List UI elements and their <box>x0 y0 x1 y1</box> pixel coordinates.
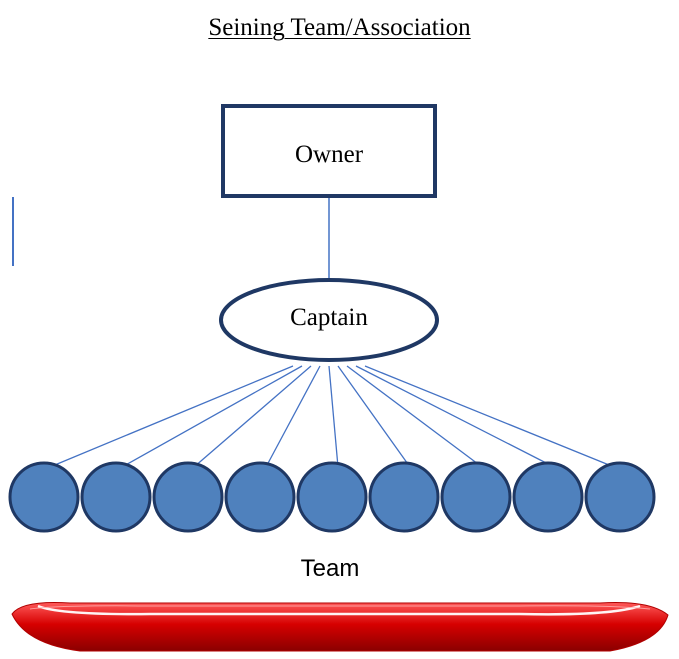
captain-member-connector <box>121 365 303 468</box>
boat-icon <box>11 602 669 652</box>
team-member-circle <box>584 461 656 533</box>
team-member-circle <box>296 461 368 533</box>
team-members <box>8 461 656 533</box>
team-member-circle <box>440 461 512 533</box>
team-member-circle <box>368 461 440 533</box>
captain-member-connector <box>346 365 483 468</box>
boat-highlight <box>37 604 641 616</box>
captain-member-connector <box>337 365 411 468</box>
captain-member-connector <box>265 365 321 468</box>
team-member-circle <box>80 461 152 533</box>
captain-member-connector <box>49 365 294 468</box>
team-label: Team <box>300 555 360 582</box>
captain-member-connector <box>328 365 339 468</box>
captain-member-connector <box>193 365 312 468</box>
team-member-circle <box>224 461 296 533</box>
boat-rim <box>29 605 651 610</box>
boat-hull <box>11 602 669 652</box>
captain-team-connectors <box>49 365 615 468</box>
captain-member-connector <box>355 365 555 468</box>
team-member-circle <box>8 461 80 533</box>
team-member-circle <box>152 461 224 533</box>
owner-box <box>221 104 437 198</box>
page-title: Seining Team/Association <box>208 14 471 41</box>
captain-member-connector <box>364 365 615 468</box>
captain-label: Captain <box>290 304 368 331</box>
owner-label: Owner <box>294 141 364 168</box>
captain-ellipse <box>219 278 439 362</box>
team-member-circle <box>512 461 584 533</box>
